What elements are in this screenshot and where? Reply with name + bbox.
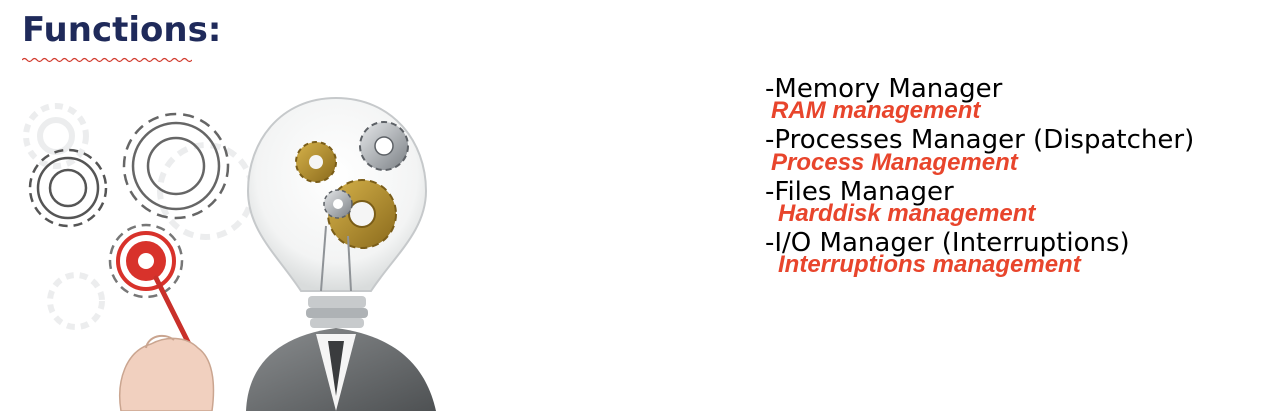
slide-title: Functions: bbox=[22, 10, 222, 50]
item-subtitle: Interruptions management bbox=[778, 251, 1081, 279]
item-subtitle: Process Management bbox=[771, 148, 1018, 176]
outline-gear-icon bbox=[28, 148, 108, 228]
item-subtitle: Harddisk management bbox=[778, 199, 1036, 227]
steel-gear-icon bbox=[359, 121, 409, 171]
hand-with-pen bbox=[119, 275, 215, 411]
large-outline-gear-icon bbox=[122, 112, 230, 220]
list-item: -Files Manager Harddisk management bbox=[765, 176, 1265, 227]
suit-body bbox=[246, 328, 436, 411]
lightbulb-gears-illustration bbox=[23, 96, 436, 411]
item-title: -Processes Manager (Dispatcher) bbox=[765, 125, 1195, 156]
list-item: -Memory Manager RAM management bbox=[765, 74, 1265, 125]
small-steel-gear-icon bbox=[323, 189, 353, 219]
spellcheck-underline bbox=[22, 57, 192, 63]
list-item: -Processes Manager (Dispatcher) Process … bbox=[765, 125, 1265, 176]
bulb-base bbox=[306, 296, 368, 328]
list-item: -I/O Manager (Interruptions) Interruptio… bbox=[765, 227, 1265, 279]
item-title: -I/O Manager (Interruptions) bbox=[765, 227, 1130, 258]
item-subtitle: RAM management bbox=[771, 97, 981, 125]
bulb-filament bbox=[320, 225, 352, 292]
item-title: -Files Manager bbox=[765, 176, 954, 207]
functions-list: -Memory Manager RAM management -Processe… bbox=[765, 74, 1265, 281]
small-gold-gear-icon bbox=[295, 141, 337, 183]
item-title: -Memory Manager bbox=[765, 74, 1003, 104]
red-gear-icon bbox=[108, 223, 184, 299]
